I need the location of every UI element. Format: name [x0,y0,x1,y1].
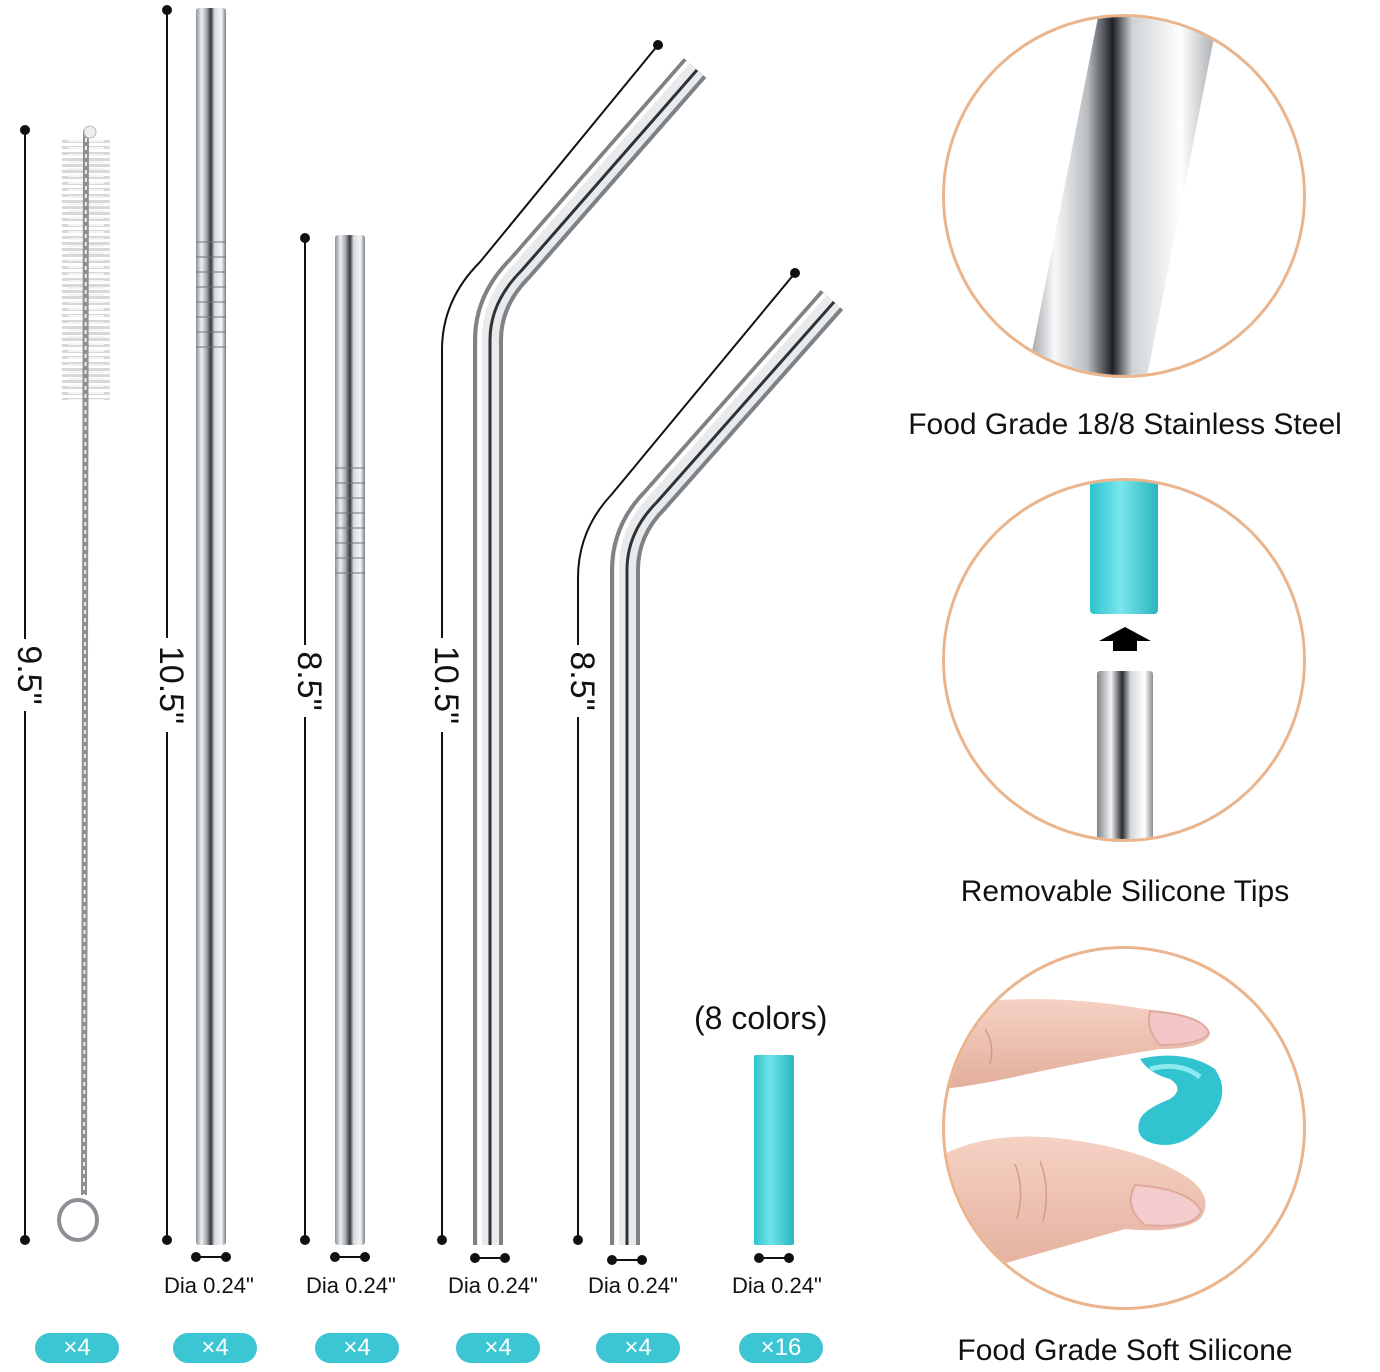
length-label-straight-short: 8.5" [290,645,328,717]
quantity-badge: ×4 [35,1333,119,1363]
dimension-line-bent-short [573,268,800,1245]
length-label-bent-short: 8.5" [563,645,601,717]
cleaning-brush [57,125,110,1242]
quantity-badge: ×4 [596,1333,680,1363]
quantity-badge: ×4 [173,1333,257,1363]
silicone-tip [754,1055,794,1245]
dimension-line-straight-long [162,5,172,1245]
length-label-straight-long: 10.5" [152,638,190,732]
diameter-label: Dia 0.24" [164,1273,254,1298]
fingers-squeezing-tip-icon [942,946,1306,1310]
bent-straw-short [610,290,844,1245]
diameter-label: Dia 0.24" [732,1273,822,1298]
silicone-tip-icon [942,478,1306,842]
diameter-label: Dia 0.24" [588,1273,678,1298]
feature-caption-silicone: Food Grade Soft Silicone [957,1334,1293,1367]
length-label-bent-long: 10.5" [427,638,465,732]
dimension-line-straight-short [300,233,310,1245]
quantity-badge: ×4 [315,1333,399,1363]
feature-caption-tips: Removable Silicone Tips [960,875,1290,908]
straight-straw-short [335,235,365,1245]
quantity-badge: ×4 [456,1333,540,1363]
diameter-label: Dia 0.24" [306,1273,396,1298]
length-label-brush: 9.5" [10,639,48,711]
dimension-line-bent-long [437,40,663,1245]
feature-caption-steel: Food Grade 18/8 Stainless Steel [908,408,1342,441]
products-illustration [20,5,844,1265]
straight-straw-long [196,8,226,1245]
bent-straw-long [473,58,707,1245]
diameter-label: Dia 0.24" [448,1273,538,1298]
tips-color-note: (8 colors) [694,1000,828,1036]
steel-closeup-icon [942,14,1306,378]
diameter-markers [191,1252,794,1265]
quantity-badge: ×16 [739,1333,823,1363]
